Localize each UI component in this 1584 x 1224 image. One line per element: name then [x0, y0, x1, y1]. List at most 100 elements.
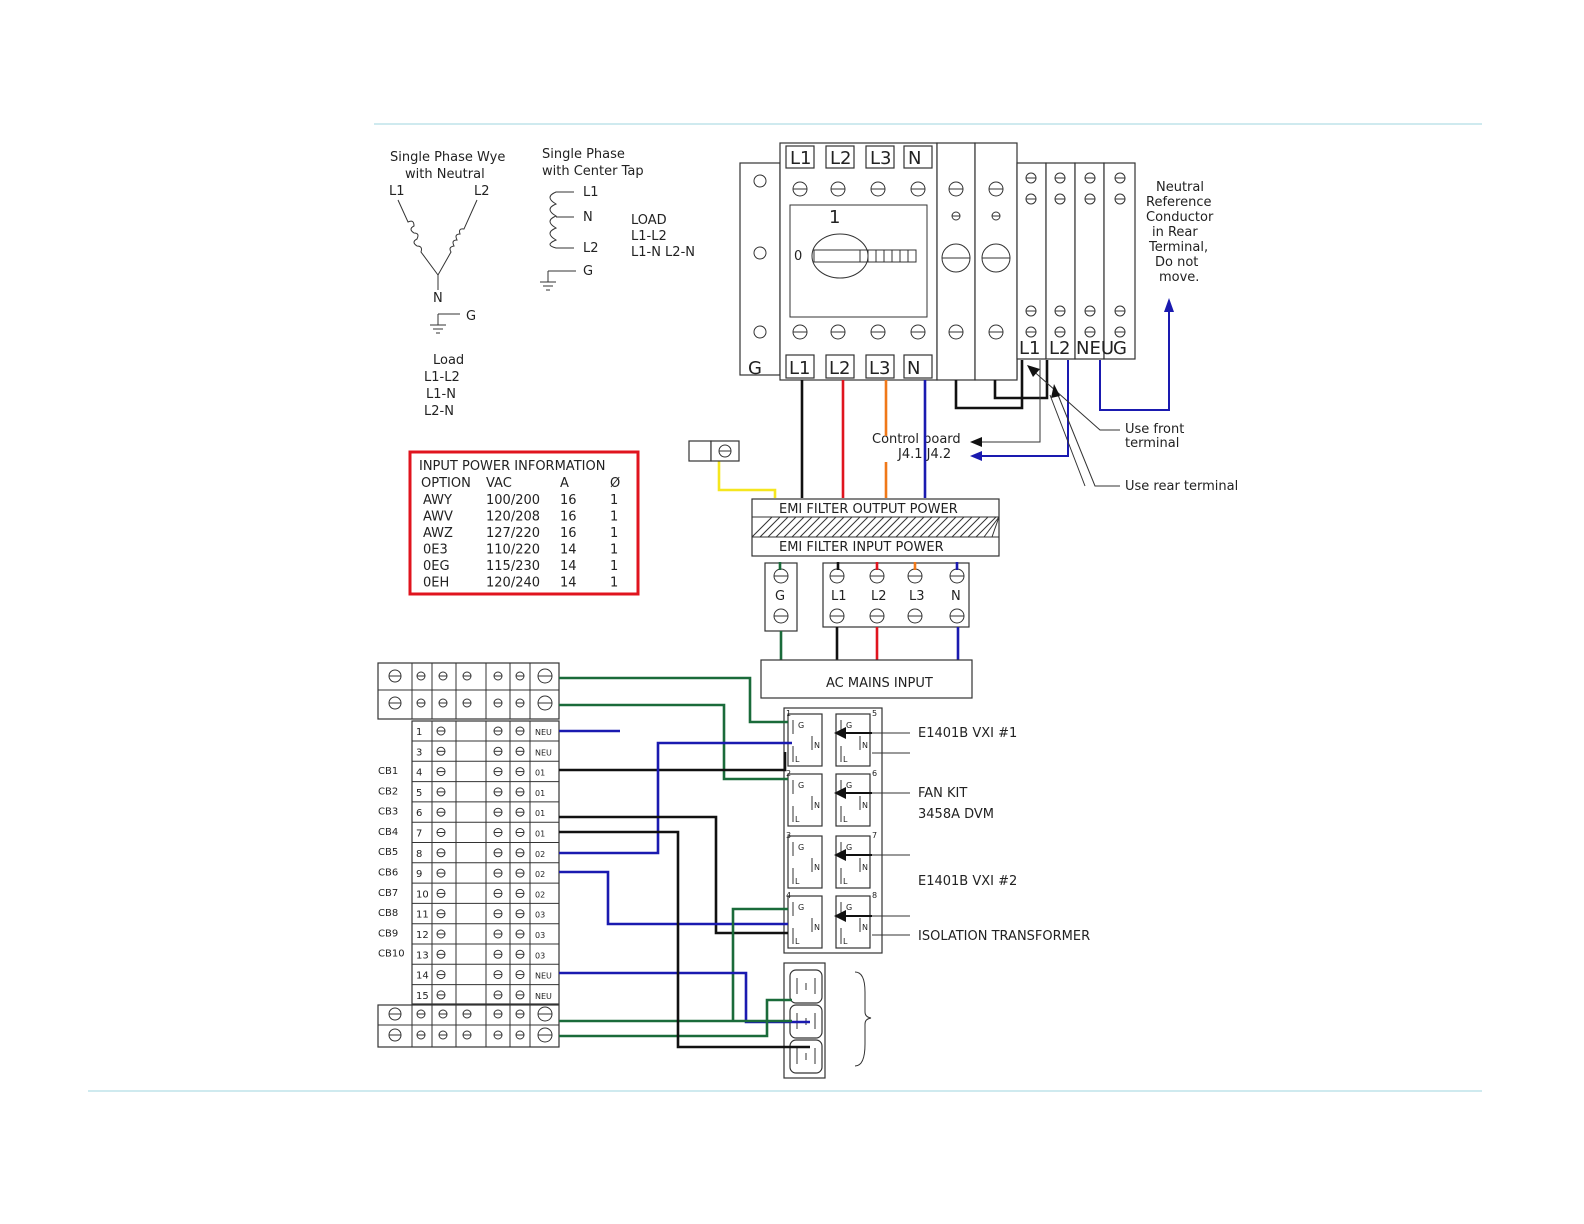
breaker-top-label-box [865, 145, 895, 169]
outlet-socket [787, 835, 823, 889]
neutral-note-line: Neutral [1156, 180, 1204, 195]
hatch-line [895, 516, 917, 538]
emi-hatch [751, 516, 1000, 538]
terminal-top-label: L1 [1019, 338, 1040, 359]
hatch-line [807, 516, 829, 538]
outlet-g: G [846, 903, 852, 912]
strip-number: 6 [416, 808, 422, 819]
hatch-line [935, 516, 957, 538]
outlet-n: N [814, 923, 820, 932]
hatch-line [799, 516, 821, 538]
outlet-number: 8 [872, 891, 877, 900]
strip-right-label: 01 [535, 789, 545, 798]
ct-g: G [583, 264, 593, 279]
emi-terminal-label: G [775, 589, 785, 604]
outlet-g: G [798, 903, 804, 912]
info-cell: 1 [610, 559, 618, 574]
outlet-number: 4 [786, 891, 791, 900]
outlet-arrow-head [834, 727, 846, 739]
hatch-line [831, 516, 853, 538]
center-tap-schematic: Single Phase with Center Tap L1 N L2 G L… [540, 147, 695, 291]
strip-number: 5 [416, 788, 422, 799]
neutral-note-line: Do not [1155, 255, 1198, 270]
hatch-line [823, 516, 845, 538]
outlet-n: N [814, 741, 820, 750]
neutral-note-line: move. [1159, 270, 1199, 285]
hatch-line [863, 516, 885, 538]
ct-load-2: L1-N L2-N [631, 245, 695, 260]
hatch-line [847, 516, 869, 538]
hatch-line [887, 516, 909, 538]
ct-l1: L1 [583, 185, 599, 200]
strip-right-label: NEU [535, 992, 552, 1001]
ct-load-0: LOAD [631, 213, 667, 228]
info-cell: 0EG [423, 559, 450, 574]
wye-title-1: Single Phase Wye [390, 150, 505, 165]
hatch-line [951, 516, 973, 538]
hatch-line [903, 516, 925, 538]
screw-icon [753, 325, 767, 339]
ac-mains-box [760, 659, 973, 699]
breaker-bottom-label: L2 [829, 358, 850, 379]
emi-output-label: EMI FILTER OUTPUT POWER [779, 502, 958, 517]
emi-terminal-label: L3 [909, 589, 925, 604]
strip-right-label: 01 [535, 809, 545, 818]
cb-label: CB8 [378, 908, 398, 919]
ct-title-2: with Center Tap [542, 164, 644, 179]
receptacle-bracket [854, 971, 872, 1067]
strip-number: 13 [416, 950, 429, 961]
strip-right-label: 03 [535, 931, 545, 940]
breaker-10a-module-2 [974, 142, 1018, 381]
outlet-n: N [814, 801, 820, 810]
info-cell: 120/208 [486, 510, 540, 525]
info-cell: 1 [610, 576, 618, 591]
cb-label: CB2 [378, 786, 398, 797]
breaker-bottom-label: L1 [789, 358, 810, 379]
device-dvm: 3458A DVM [918, 807, 994, 822]
outlet-arrow-head [834, 787, 846, 799]
info-cell: AWZ [423, 526, 453, 541]
info-cell: 14 [560, 543, 577, 558]
breaker-top-label: L1 [790, 148, 811, 169]
outlet-l: L [795, 815, 800, 824]
outlet-number: 5 [872, 709, 877, 718]
outlet-arrow-head [834, 910, 846, 922]
use-front-note-2: terminal [1125, 436, 1179, 451]
ct-winding [549, 191, 574, 249]
breaker-handle-bar [813, 249, 917, 263]
wye-l1: L1 [389, 184, 405, 199]
strip-right-label: NEU [535, 972, 552, 981]
outlet-n: N [862, 923, 868, 932]
info-cell: 110/220 [486, 543, 540, 558]
strip-number: 9 [416, 869, 422, 880]
breaker-bottom-label-box [903, 354, 933, 379]
outlet-g: G [846, 843, 852, 852]
info-cell: 16 [560, 526, 577, 541]
strip-number: 14 [416, 971, 429, 982]
strip-right-label: 01 [535, 769, 545, 778]
wye-load-2: L1-N [426, 387, 456, 402]
outlet-number: 2 [786, 769, 791, 778]
breaker-bottom-label-box [785, 354, 815, 379]
hatch-line [919, 516, 941, 538]
neutral-note-line: in Rear [1152, 225, 1198, 240]
cb-label: CB10 [378, 949, 405, 960]
device-fan: FAN KIT [918, 786, 967, 801]
info-cell: 14 [560, 576, 577, 591]
chassis-ground-block [688, 440, 740, 462]
strip-number: 7 [416, 829, 422, 840]
breaker-handle-label: 1 [829, 207, 840, 228]
breaker-top-label: N [908, 148, 921, 169]
strip-number: 4 [416, 768, 422, 779]
outlet-g: G [798, 721, 804, 730]
strip-number: 3 [416, 747, 422, 758]
breaker-g-label: G [748, 358, 762, 379]
outlet-l: L [843, 877, 848, 886]
info-title: INPUT POWER INFORMATION [419, 459, 605, 474]
cb-label: CB6 [378, 868, 398, 879]
ct-n: N [583, 210, 593, 225]
terminal-top-label: G [1113, 338, 1127, 359]
strip-right-label: 02 [535, 850, 545, 859]
